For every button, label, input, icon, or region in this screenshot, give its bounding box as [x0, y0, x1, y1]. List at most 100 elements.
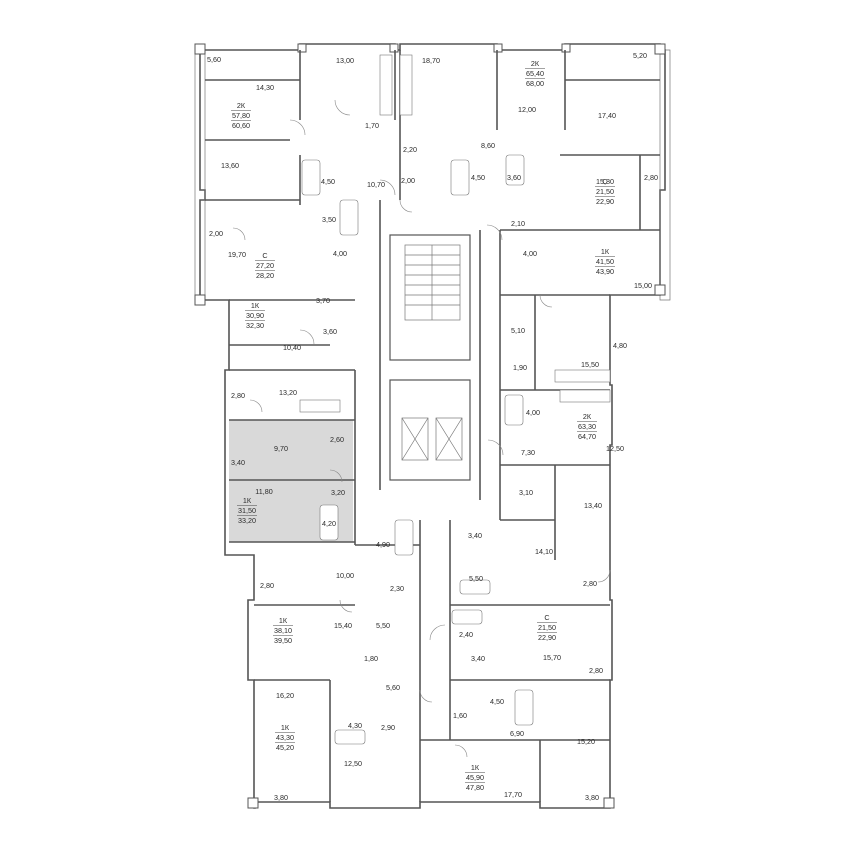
room-area-label: 2,40 — [459, 630, 473, 639]
unit-type: 1К — [243, 496, 252, 505]
unit-type: 1К — [279, 616, 288, 625]
stair-core — [389, 234, 471, 481]
room-area-label: 13,00 — [336, 56, 354, 65]
unit-total: 47,80 — [466, 783, 484, 792]
unit-living: 41,50 — [596, 257, 614, 266]
room-area-label: 3,50 — [322, 215, 336, 224]
door-swings — [232, 99, 611, 758]
unit-total: 64,70 — [578, 432, 596, 441]
room-area-label: 5,50 — [469, 574, 483, 583]
room-area-label: 4,80 — [613, 341, 627, 350]
room-area-label: 2,80 — [231, 391, 245, 400]
unit-living: 31,50 — [238, 506, 256, 515]
room-area-label: 6,90 — [510, 729, 524, 738]
unit-total: 32,30 — [246, 321, 264, 330]
room-area-label: 2,80 — [589, 666, 603, 675]
room-area-label: 2,80 — [260, 581, 274, 590]
elevator-2 — [435, 417, 463, 461]
unit-total: 68,00 — [526, 79, 544, 88]
room-area-label: 2,30 — [390, 584, 404, 593]
room-area-label: 3,10 — [519, 488, 533, 497]
room-area-label: 10,00 — [336, 571, 354, 580]
room-area-label: 15,80 — [596, 177, 614, 186]
room-area-label: 10,40 — [283, 343, 301, 352]
room-area-label: 3,80 — [585, 793, 599, 802]
unit-type: 1К — [251, 301, 260, 310]
room-area-label: 12,00 — [518, 105, 536, 114]
room-area-label: 15,50 — [581, 360, 599, 369]
unit-living: 45,90 — [466, 773, 484, 782]
unit-living: 63,30 — [578, 422, 596, 431]
room-area-label: 16,20 — [276, 691, 294, 700]
unit-total: 33,20 — [238, 516, 256, 525]
room-area-label: 2,80 — [583, 579, 597, 588]
room-area-label: 4,50 — [490, 697, 504, 706]
room-area-label: 15,70 — [543, 653, 561, 662]
room-area-label: 7,30 — [521, 448, 535, 457]
room-area-label: 3,70 — [316, 296, 330, 305]
room-area-label: 14,10 — [535, 547, 553, 556]
room-area-label: 3,80 — [274, 793, 288, 802]
room-area-label: 15,20 — [577, 737, 595, 746]
columns — [194, 43, 666, 809]
room-area-label: 11,80 — [255, 487, 272, 496]
room-area-label: 2,10 — [511, 219, 525, 228]
room-area-label: 5,60 — [207, 55, 221, 64]
room-area-label: 13,60 — [221, 161, 239, 170]
interior-walls — [205, 50, 660, 802]
unit-type: 2К — [237, 101, 246, 110]
unit-living: 65,40 — [526, 69, 544, 78]
room-area-label: 2,80 — [644, 173, 658, 182]
unit-total: 22,90 — [538, 633, 556, 642]
room-area-label: 4,00 — [526, 408, 540, 417]
unit-total: 28,20 — [256, 271, 274, 280]
room-area-label: 3,40 — [231, 458, 245, 467]
room-area-label: 4,30 — [348, 721, 362, 730]
room-area-label: 12,50 — [606, 444, 624, 453]
room-area-label: 1,70 — [365, 121, 379, 130]
unit-living: 30,90 — [246, 311, 264, 320]
room-area-label: 17,40 — [598, 111, 616, 120]
room-area-label: 15,00 — [634, 281, 652, 290]
unit-living: 38,10 — [274, 626, 292, 635]
unit-type: 1К — [601, 247, 610, 256]
room-area-label: 18,70 — [422, 56, 440, 65]
room-area-label: 17,70 — [504, 790, 522, 799]
unit-total: 60,60 — [232, 121, 250, 130]
room-area-label: 2,90 — [381, 723, 395, 732]
room-area-label: 15,40 — [334, 621, 352, 630]
unit-living: 21,50 — [538, 623, 556, 632]
unit-total: 22,90 — [596, 197, 614, 206]
room-area-label: 8,60 — [481, 141, 495, 150]
room-area-label: 9,70 — [274, 444, 288, 453]
room-area-label: 4,50 — [471, 173, 485, 182]
unit-total: 39,50 — [274, 636, 292, 645]
room-area-label: 1,80 — [364, 654, 378, 663]
room-area-label: 13,20 — [279, 388, 297, 397]
unit-living: 27,20 — [256, 261, 274, 270]
room-area-label: 3,60 — [507, 173, 521, 182]
room-area-label: 19,70 — [228, 250, 246, 259]
unit-total: 43,90 — [596, 267, 614, 276]
room-area-label: 4,50 — [321, 177, 335, 186]
unit-type: 1К — [281, 723, 290, 732]
unit-type: 2К — [583, 412, 592, 421]
unit-living: 43,30 — [276, 733, 294, 742]
unit-living: 21,50 — [596, 187, 614, 196]
unit-living: 57,80 — [232, 111, 250, 120]
room-area-label: 3,40 — [471, 654, 485, 663]
room-area-label: 1,60 — [453, 711, 467, 720]
room-area-label: 5,50 — [376, 621, 390, 630]
